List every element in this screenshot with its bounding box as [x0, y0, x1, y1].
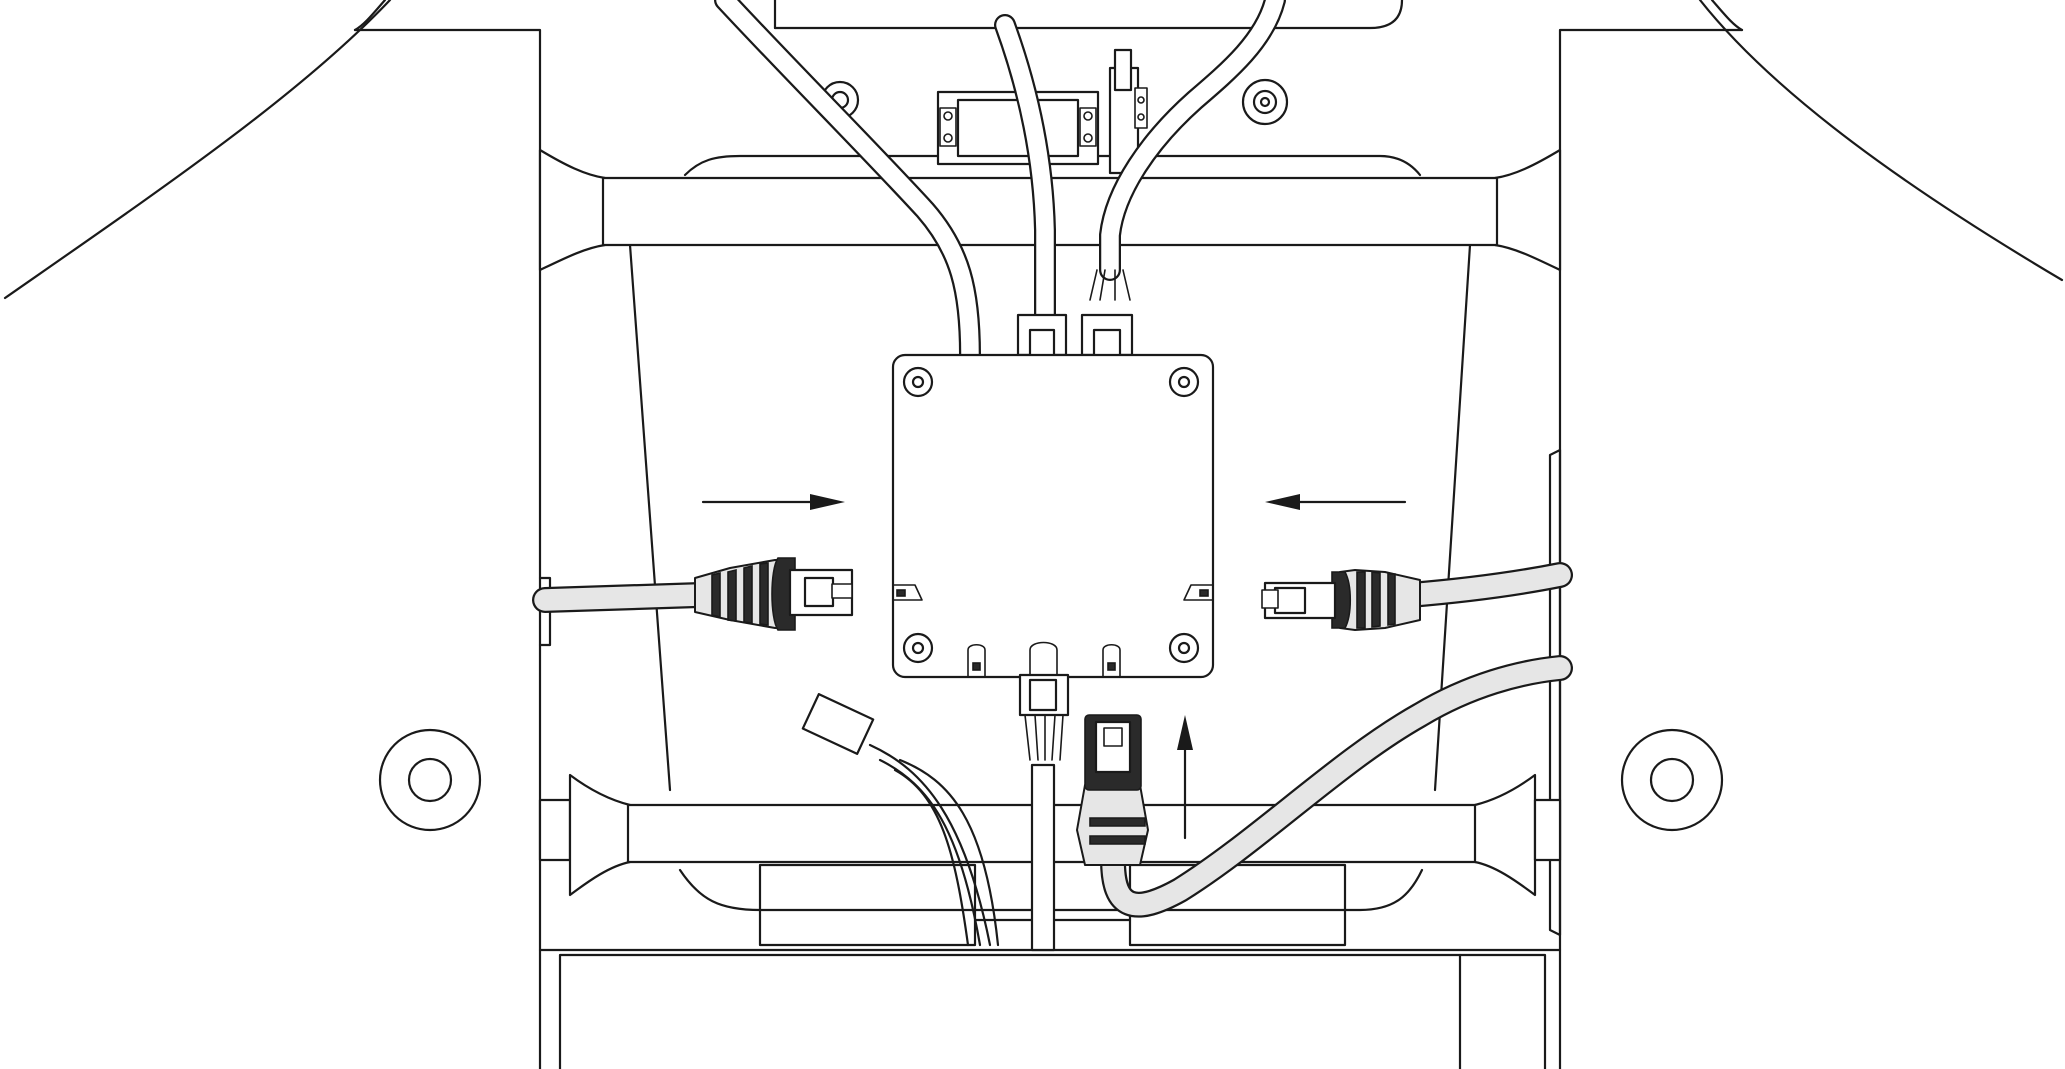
box-screw [1168, 632, 1200, 664]
right-cable-plug [1261, 562, 1573, 631]
top-screw-right [1241, 78, 1289, 126]
left-outer-arm [3, 0, 392, 300]
bottom-right-plug [1076, 655, 1573, 918]
lower-plate-left [758, 863, 977, 947]
top-cables [714, 0, 1286, 366]
bottom-port-slot [967, 643, 986, 678]
left-port-slot [892, 584, 923, 601]
right-port-slot [1183, 584, 1214, 601]
bottom-box-connector [1018, 673, 1070, 761]
bottom-port-slot [1029, 641, 1058, 678]
left-mount-boss [378, 728, 482, 832]
lower-plate-right [1128, 863, 1347, 947]
arrow-right [701, 494, 845, 510]
top-mount-bracket [1108, 48, 1148, 175]
box-screw [902, 366, 934, 398]
arrow-up [1177, 715, 1193, 840]
control-box [891, 353, 1215, 679]
bottom-left-plug [801, 693, 1000, 947]
inner-panel-bottom [678, 868, 1424, 912]
right-side-bracket [1548, 448, 1562, 937]
right-mount-boss [1620, 728, 1724, 832]
center-down-cable [1030, 763, 1056, 952]
control-box-body [891, 353, 1215, 679]
arrow-left [1265, 494, 1407, 510]
bottom-box [558, 953, 1547, 1069]
box-screw [1168, 366, 1200, 398]
left-cable-plug [532, 557, 854, 631]
bottom-port-slot [1102, 643, 1121, 678]
left-upright [353, 28, 542, 1069]
right-arm-tip [1710, 0, 1744, 32]
box-screw [902, 632, 934, 664]
right-outer-arm [1698, 0, 2064, 282]
top-plate [773, 0, 1404, 30]
left-arm-tip [353, 0, 387, 32]
right-upright [1558, 28, 1744, 1069]
inner-panel-left-edge [628, 243, 672, 792]
